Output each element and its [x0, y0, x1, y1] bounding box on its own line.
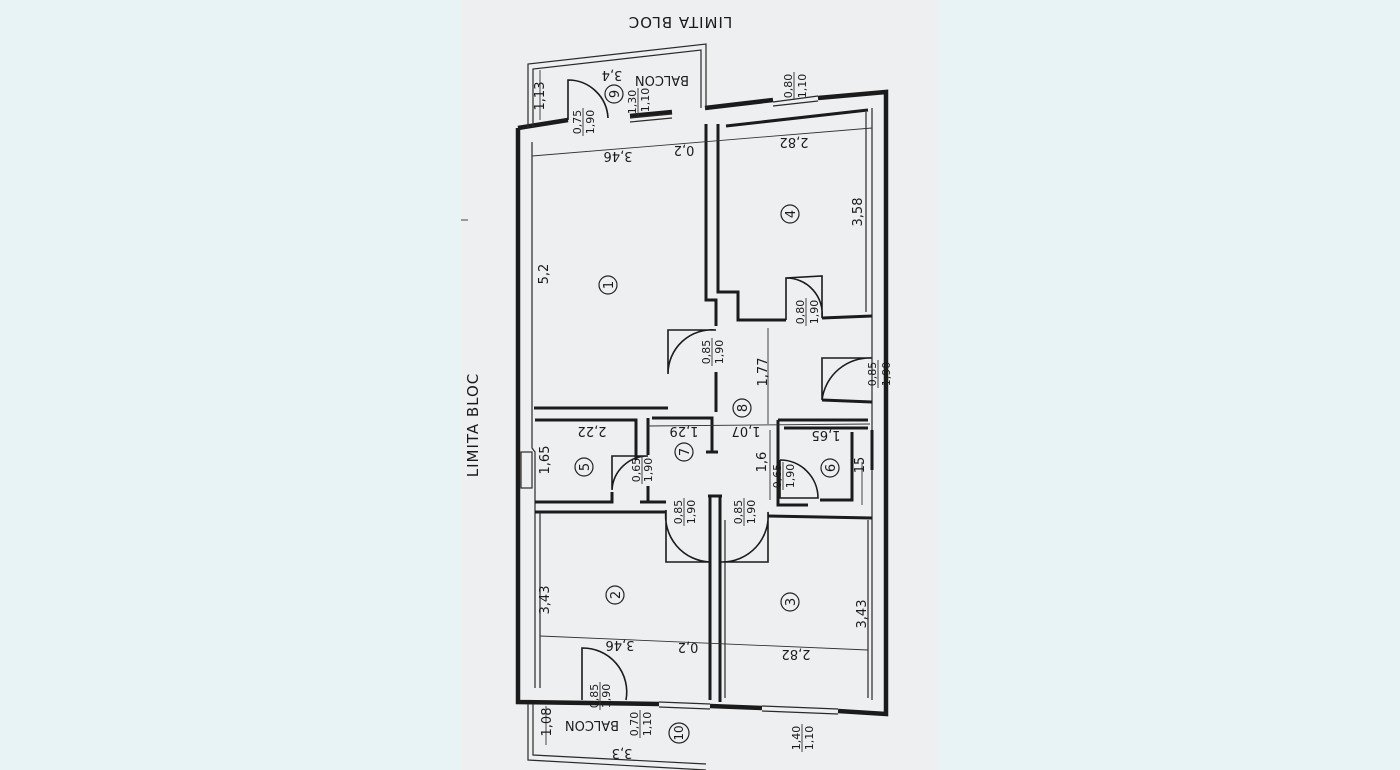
opening-0-85-a: 0,85 1,90	[700, 338, 726, 366]
dim-3-43-right: 3,43	[855, 600, 870, 629]
opening-width: 0,65	[771, 464, 784, 489]
balcony-top	[527, 43, 707, 128]
dim-1-07: 1,07	[732, 423, 761, 438]
room-7-marker: 7	[674, 442, 694, 462]
room-7-number: 7	[678, 448, 693, 456]
room-9-number: 9	[608, 90, 623, 98]
room-1-number: 1	[602, 281, 617, 289]
opening-height: 1,90	[642, 458, 655, 483]
room-8-number: 8	[736, 404, 751, 412]
limit-label-top: LIMITA BLOC	[628, 13, 733, 31]
dim-0-2-top: 0,2	[674, 142, 695, 157]
opening-height: 1,10	[639, 88, 652, 113]
opening-height: 1,90	[600, 684, 613, 709]
opening-width: 0,80	[782, 74, 795, 99]
interior-walls	[534, 108, 874, 702]
room-1-marker: 1	[598, 275, 618, 295]
dimension-lines	[531, 127, 873, 745]
opening-height: 1,90	[784, 464, 797, 489]
boundary-labels: LIMITA BLOC LIMITA BLOC BALCON BALCON	[464, 13, 732, 732]
dim-3-46-bottom: 3,46	[606, 637, 635, 652]
opening-width: 0,70	[628, 712, 641, 737]
opening-1-30: 1,30 1,10	[626, 88, 652, 116]
dim-1-65-vertical: 1,65	[538, 446, 553, 475]
opening-width: 0,65	[630, 458, 643, 483]
opening-width: 0,75	[571, 110, 584, 135]
outer-walls	[515, 89, 889, 717]
room-5-number: 5	[578, 463, 593, 471]
room-10-marker: 10	[668, 722, 690, 744]
windows	[629, 95, 839, 715]
opening-0-80-top: 0,80 1,10	[782, 72, 809, 100]
opening-0-70: 0,70 1,10	[628, 710, 654, 738]
balcony-label-top: BALCON	[635, 72, 689, 87]
room-4-marker: 4	[780, 204, 800, 224]
room-6-number: 6	[824, 464, 839, 472]
dim-5-2: 5,2	[537, 264, 552, 285]
dim-3-58: 3,58	[851, 198, 866, 227]
opening-width: 1,30	[626, 90, 639, 115]
dim-1-13: 1,13	[533, 82, 548, 111]
dim-3-3: 3,3	[612, 745, 633, 760]
room-8-marker: 8	[732, 398, 752, 418]
opening-width: 0,80	[794, 300, 807, 325]
room-4-number: 4	[784, 210, 799, 218]
opening-0-85-d: 0,85 1,90	[732, 498, 758, 526]
opening-0-75: 0,75 1,90	[571, 108, 597, 136]
dim-3-43-left: 3,43	[538, 586, 553, 615]
opening-width: 0,85	[588, 684, 601, 709]
opening-height: 1,90	[880, 362, 893, 387]
opening-width: 1,40	[790, 726, 803, 751]
dim-2-82-bottom: 2,82	[782, 646, 811, 661]
dim-2-82-top: 2,82	[780, 134, 809, 149]
room-2-number: 2	[609, 591, 624, 599]
limit-label-left: LIMITA BLOC	[464, 373, 482, 478]
opening-height: 1,10	[803, 726, 816, 751]
opening-height: 1,90	[808, 300, 821, 325]
dim-1-08: 1,08	[540, 708, 555, 737]
opening-0-80-door: 0,80 1,90	[794, 298, 821, 326]
dim-2-22: 2,22	[578, 423, 607, 438]
opening-width: 0,85	[732, 500, 745, 525]
dim-1-29: 1,29	[670, 423, 699, 438]
opening-0-85-b: 0,85 1,90	[866, 360, 893, 388]
opening-height: 1,90	[685, 500, 698, 525]
balcony-label-bottom: BALCON	[565, 717, 619, 732]
balcony-bottom	[527, 704, 707, 770]
opening-height: 1,10	[796, 74, 809, 99]
room-2-marker: 2	[605, 585, 625, 605]
paper-sheet	[461, 0, 939, 770]
opening-height: 1,10	[641, 712, 654, 737]
opening-width: 0,85	[866, 362, 879, 387]
room-3-number: 3	[784, 598, 799, 606]
room-3-marker: 3	[780, 592, 800, 612]
room-10-number: 10	[672, 725, 686, 740]
room-5-marker: 5	[574, 457, 594, 477]
dim-1-77: 1,77	[756, 358, 771, 387]
opening-0-85-c: 0,85 1,90	[672, 498, 698, 526]
opening-height: 1,90	[745, 500, 758, 525]
opening-0-65-a: 0,65 1,90	[630, 456, 655, 484]
opening-height: 1,90	[713, 340, 726, 365]
opening-0-65-b: 0,65 1,90	[771, 462, 797, 490]
room-numbers: 1 2 3 4 5 6 7 8	[574, 84, 840, 744]
dim-0-2-bottom: 0,2	[678, 639, 699, 654]
opening-0-85-e: 0,85 1,90	[588, 682, 613, 710]
dim-15: 15	[853, 457, 868, 474]
opening-1-40: 1,40 1,10	[790, 724, 816, 752]
opening-height: 1,90	[584, 110, 597, 135]
room-6-marker: 6	[820, 458, 840, 478]
dim-1-65-horizontal: 1,65	[812, 427, 841, 442]
opening-width: 0,85	[700, 340, 713, 365]
dim-1-6: 1,6	[755, 452, 770, 473]
dim-3-4: 3,4	[602, 67, 623, 82]
door-swings	[567, 79, 873, 701]
dimension-labels: 3,4 3,46 0,2 2,82 2,22 1,29 1,07 1,65 3,…	[533, 67, 893, 760]
room-9-marker: 9	[604, 84, 624, 104]
opening-width: 0,85	[672, 500, 685, 525]
dim-3-46-top: 3,46	[604, 148, 633, 163]
